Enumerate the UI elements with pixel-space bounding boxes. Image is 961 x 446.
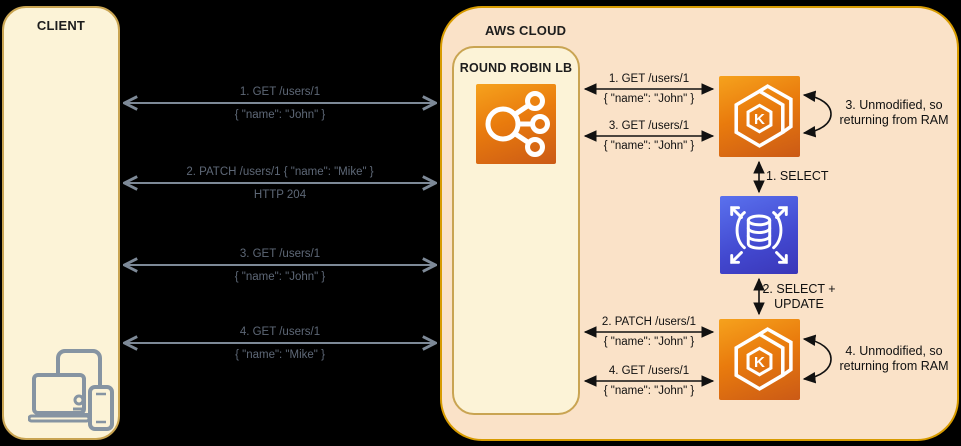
db-arrow-tl	[730, 206, 743, 219]
msg-client-lb-1-request: 1. GET /users/1	[239, 86, 321, 98]
hexagon-outline	[734, 332, 785, 391]
msg-client-lb-4-request: 4. GET /users/1	[239, 326, 321, 338]
msg-client-lb-1-response: { "name": "John" }	[234, 109, 326, 121]
laptop-screen-icon	[32, 373, 86, 415]
round-robin-lb-title: ROUND ROBIN LB	[459, 61, 573, 75]
msg-client-lb-4-response: { "name": "Mike" }	[235, 349, 325, 361]
annotation-node2-ram: 4. Unmodified, so returning from RAM	[839, 344, 949, 373]
db-cylinder-body	[746, 218, 772, 250]
lb-node-top	[525, 91, 545, 111]
msg-client-lb-3-request: 3. GET /users/1	[239, 248, 321, 260]
msg-client-lb-3-response: { "name": "John" }	[234, 271, 326, 283]
annotation-node1-ram: 3. Unmodified, so returning from RAM	[839, 98, 949, 127]
lb-link-top	[512, 102, 531, 118]
msg-lb-node2-2-response: { "name": "John" }	[603, 336, 695, 348]
client-title: CLIENT	[36, 18, 86, 33]
select-label: 1. SELECT	[766, 169, 829, 183]
laptop-base-icon	[28, 414, 91, 423]
k-letter: K	[754, 111, 765, 128]
msg-lb-node1-1-response: { "name": "John" }	[603, 93, 695, 105]
inner-hexagon	[746, 346, 773, 377]
lb-node-mid	[530, 114, 550, 134]
msg-lb-node1-3-request: 3. GET /users/1	[608, 120, 690, 132]
msg-lb-node2-4-response: { "name": "John" }	[603, 385, 695, 397]
kubernetes-node-1-icon: K	[719, 76, 800, 157]
db-paren-left	[735, 211, 746, 250]
db-arrow-br	[775, 251, 788, 264]
k-letter: K	[754, 354, 765, 371]
db-arrow-bl	[730, 251, 743, 264]
database-icon	[720, 196, 798, 274]
camera-dot-icon	[73, 394, 85, 406]
inner-hexagon	[746, 103, 773, 134]
db-cylinder-ring2	[746, 234, 772, 242]
msg-lb-node2-4-request: 4. GET /users/1	[608, 365, 690, 377]
select-update-label: 2. SELECT + UPDATE	[762, 282, 836, 311]
hexagon-offset-edge	[758, 327, 793, 377]
lb-node-bottom	[525, 137, 545, 157]
db-arrow-tr	[775, 206, 788, 219]
phone-icon	[88, 385, 114, 431]
load-balancer-icon	[476, 84, 556, 164]
msg-lb-node2-2-request: 2. PATCH /users/1	[601, 316, 697, 328]
msg-client-lb-2-response: HTTP 204	[253, 189, 307, 201]
hexagon-outline	[734, 89, 785, 148]
db-cylinder-top	[746, 214, 772, 227]
client-devices-icon	[28, 349, 120, 431]
msg-lb-node1-3-response: { "name": "John" }	[603, 140, 695, 152]
db-paren-right	[772, 211, 783, 250]
lb-link-bottom	[512, 130, 531, 146]
hexagon-offset-edge	[758, 84, 793, 134]
aws-cloud-title: AWS CLOUD	[485, 23, 567, 38]
kubernetes-node-2-icon: K	[719, 319, 800, 400]
msg-lb-node1-1-request: 1. GET /users/1	[608, 73, 690, 85]
db-cylinder-ring1	[746, 226, 772, 234]
msg-client-lb-2-request: 2. PATCH /users/1 { "name": "Mike" }	[186, 166, 374, 178]
